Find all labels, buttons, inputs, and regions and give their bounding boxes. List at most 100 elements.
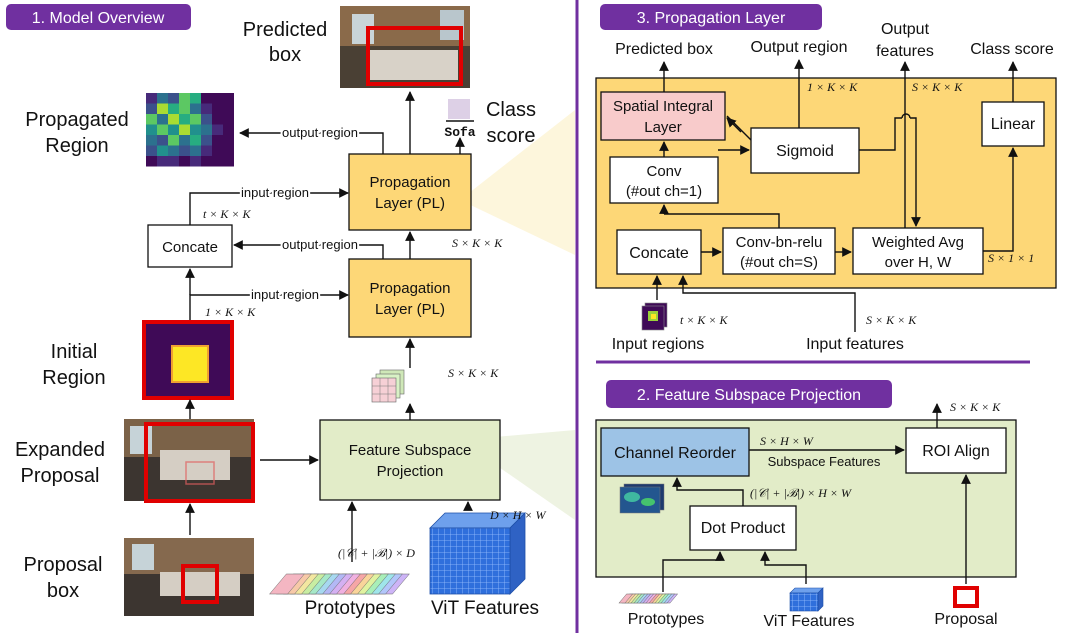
pl-output-region-label: Output region bbox=[751, 39, 848, 56]
pl-dim-s11: S × 1 × 1 bbox=[988, 251, 1034, 265]
heatmap-cell bbox=[146, 93, 157, 104]
heatmap-cell bbox=[157, 156, 168, 167]
prototypes-bars-left bbox=[269, 573, 410, 595]
vit-features-cube-left bbox=[429, 512, 526, 595]
fsp-dim-skk: S × K × K bbox=[950, 400, 1001, 414]
linear-box: Linear bbox=[981, 101, 1045, 147]
heatmap-cell bbox=[179, 124, 190, 135]
heatmap-cell bbox=[190, 145, 201, 156]
dim-skk-cube: S × K × K bbox=[448, 366, 499, 380]
dot-product-box: Dot Product bbox=[689, 505, 797, 551]
heatmap-cell bbox=[212, 145, 223, 156]
sigmoid-text: Sigmoid bbox=[776, 143, 834, 160]
class-score-sofa: Sofa bbox=[444, 125, 475, 140]
heatmap-cell bbox=[146, 124, 157, 135]
heatmap-cell bbox=[168, 114, 179, 125]
heatmap-cell bbox=[146, 156, 157, 167]
output-region-label-top: output region bbox=[282, 125, 358, 140]
heatmap-cell bbox=[201, 145, 212, 156]
dim-skk-top: S × K × K bbox=[452, 236, 503, 250]
input-features-label: Input features bbox=[806, 336, 904, 353]
concate-box-left: Concate bbox=[147, 224, 233, 268]
propagation-layer-top: Propagation Layer (PL) bbox=[348, 153, 472, 231]
header-model-overview: 1. Model Overview bbox=[6, 4, 191, 30]
class-score-label-1: Class bbox=[486, 99, 536, 121]
propagated-region-label-2: Region bbox=[45, 135, 108, 157]
heatmap-cell bbox=[190, 156, 201, 167]
heatmap-cell bbox=[157, 103, 168, 114]
prototypes-bars-right bbox=[618, 593, 679, 604]
dim-proto-left: (|𝒞| + |ℬ|) × D bbox=[338, 546, 415, 560]
heatmap-cell bbox=[201, 114, 212, 125]
heatmap-cell bbox=[190, 93, 201, 104]
heatmap-cell bbox=[146, 145, 157, 156]
fsp-dim-proto-hw: (|𝒞| + |ℬ|) × H × W bbox=[750, 486, 852, 500]
header-propagation-layer-text: 3. Propagation Layer bbox=[637, 10, 786, 27]
sil-line2: Layer bbox=[644, 119, 682, 136]
heatmap-cell bbox=[212, 124, 223, 135]
heatmap-cell bbox=[157, 124, 168, 135]
dim-1kk-left: 1 × K × K bbox=[205, 305, 256, 319]
fsp-dim-shw: S × H × W bbox=[760, 434, 814, 448]
channel-reorder-text: Channel Reorder bbox=[614, 445, 737, 462]
predicted-box-label-1: Predicted bbox=[243, 19, 328, 41]
heatmap-cell bbox=[190, 114, 201, 125]
pl-predicted-box-label: Predicted box bbox=[615, 41, 713, 58]
propagated-region-heatmap bbox=[146, 93, 234, 167]
roi-align-box: ROI Align bbox=[905, 427, 1007, 474]
pl-dim-tkk: t × K × K bbox=[680, 313, 729, 327]
proposal-box-label-2: box bbox=[47, 580, 79, 602]
prototype-bar bbox=[618, 593, 634, 604]
vit-features-label-left: ViT Features bbox=[431, 598, 539, 619]
wavg-line1: Weighted Avg bbox=[872, 234, 964, 251]
heatmap-cell bbox=[223, 114, 234, 125]
header-propagation-layer: 3. Propagation Layer bbox=[600, 4, 822, 30]
heatmap-cell bbox=[179, 135, 190, 146]
sigmoid-box: Sigmoid bbox=[750, 127, 860, 174]
concate-left-text: Concate bbox=[162, 239, 218, 256]
vit-features-cube-right bbox=[789, 587, 824, 612]
initial-region-image bbox=[142, 320, 234, 400]
pl-bottom-line2: Layer (PL) bbox=[375, 301, 445, 318]
predicted-box-label-2: box bbox=[269, 44, 301, 66]
propagated-region-label-1: Propagated bbox=[25, 109, 128, 131]
skk-feature-cube bbox=[371, 369, 405, 403]
linear-text: Linear bbox=[991, 116, 1036, 133]
heatmap-cell bbox=[201, 135, 212, 146]
proposal-red-box-icon bbox=[953, 586, 979, 608]
heatmap-cell bbox=[212, 103, 223, 114]
heatmap-cell bbox=[168, 93, 179, 104]
header-feature-subspace: 2. Feature Subspace Projection bbox=[606, 380, 892, 408]
heatmap-cell bbox=[212, 114, 223, 125]
cbr-line2: (#out ch=S) bbox=[740, 254, 818, 271]
heatmap-cell bbox=[190, 124, 201, 135]
pl-dim-skk: S × K × K bbox=[912, 80, 963, 94]
heatmap-cell bbox=[146, 114, 157, 125]
pl-top-line1: Propagation bbox=[370, 174, 451, 191]
cbr-line1: Conv-bn-relu bbox=[736, 234, 823, 251]
wavg-line2: over H, W bbox=[885, 254, 953, 271]
prototype-bar bbox=[269, 573, 305, 595]
initial-region-label-1: Initial bbox=[51, 341, 98, 363]
heatmap-cell bbox=[201, 124, 212, 135]
pl-zoom-wedge bbox=[460, 110, 575, 255]
heatmap-cell bbox=[223, 135, 234, 146]
heatmap-cell bbox=[168, 156, 179, 167]
pl-top-line2: Layer (PL) bbox=[375, 195, 445, 212]
expanded-proposal-label-1: Expanded bbox=[15, 439, 105, 461]
heatmap-cell bbox=[179, 93, 190, 104]
propagation-layer-bottom: Propagation Layer (PL) bbox=[348, 258, 472, 338]
heatmap-cell bbox=[168, 124, 179, 135]
heatmap-cell bbox=[201, 93, 212, 104]
weighted-avg-box: Weighted Avg over H, W bbox=[852, 227, 984, 275]
heatmap-cell bbox=[157, 93, 168, 104]
concate-pl-text: Concate bbox=[629, 245, 689, 262]
prototypes-label-right: Prototypes bbox=[628, 611, 704, 628]
heatmap-cell bbox=[179, 156, 190, 167]
spatial-integral-layer-box: Spatial Integral Layer bbox=[600, 91, 726, 141]
heatmap-cell bbox=[212, 156, 223, 167]
expanded-proposal-image bbox=[124, 419, 255, 503]
dim-tkk-left: t × K × K bbox=[203, 207, 252, 221]
